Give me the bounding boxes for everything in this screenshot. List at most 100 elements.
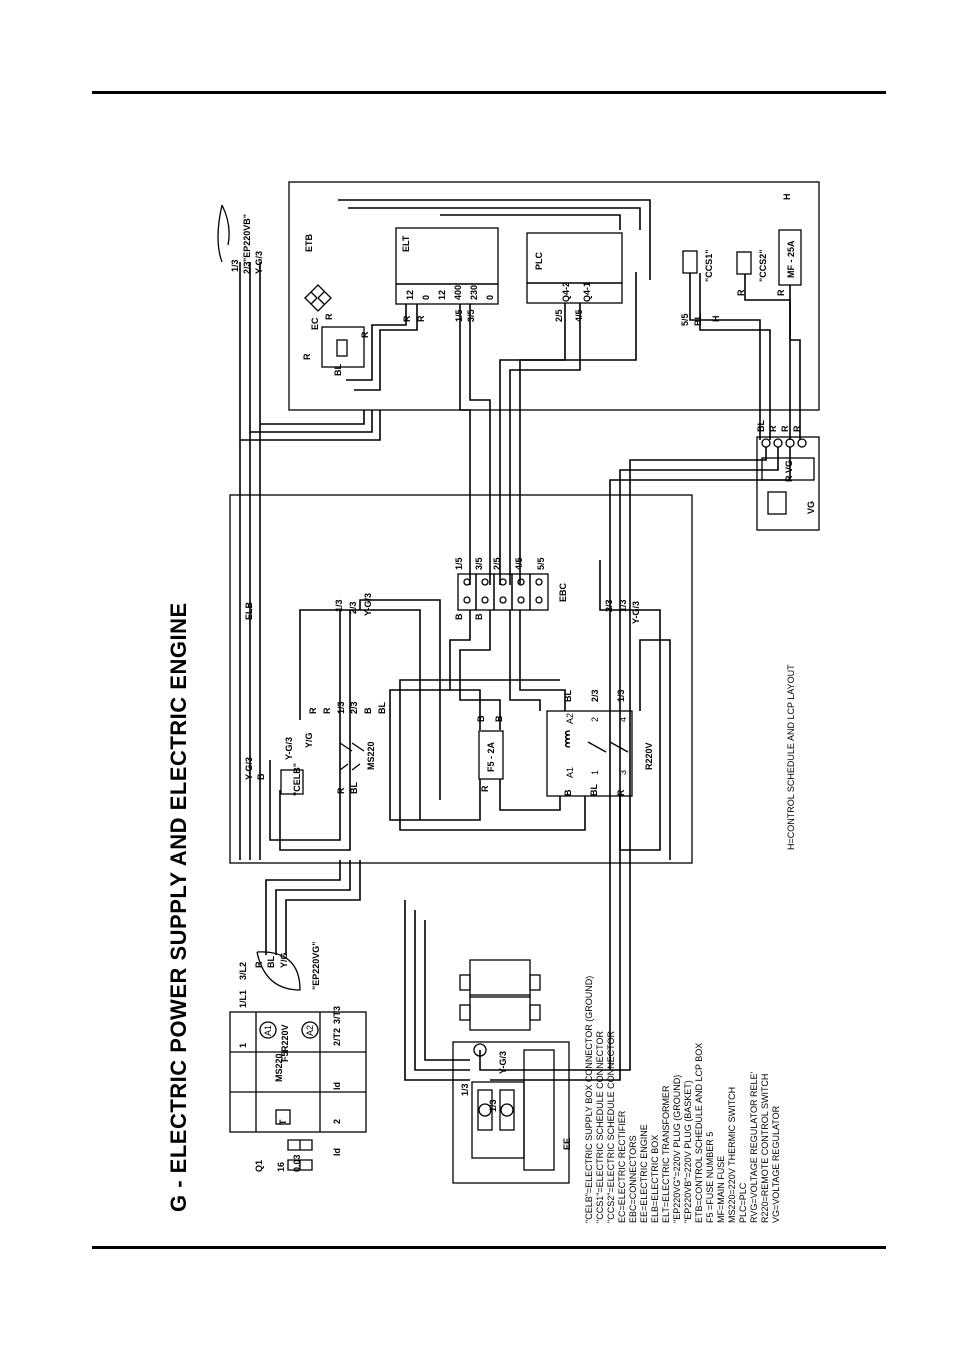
engine-windings	[459, 959, 555, 1171]
celb-connector	[280, 769, 304, 795]
ebc-label: EBC	[558, 582, 568, 602]
ee-wire-label: 1/3	[460, 1083, 470, 1096]
ep220vb-plug	[217, 204, 230, 263]
legend-entry: R220=REMOTE CONTROL SWITCH	[760, 1074, 770, 1223]
wire-label: R	[402, 315, 412, 322]
legend-entry: EC=ELECTRIC RECTIFIER	[617, 1110, 627, 1223]
relay-pin-label: A1	[565, 767, 575, 778]
ms-table-cell: 2/T2	[332, 1028, 342, 1046]
q1-value: 0.03	[292, 1154, 302, 1172]
r220v-table-label: R220V	[280, 1024, 290, 1052]
plc-terminal-label: Q4-2	[561, 282, 571, 302]
legend-entry: "CCS1"=ELECTRIC SCHEDULE CONNECTOR	[595, 1030, 605, 1223]
r220v-relay	[546, 710, 633, 797]
ep220vg-wire-label: Y/G	[279, 952, 289, 968]
elb-right-wire-label: 2/3	[604, 599, 614, 612]
ec-rectifier-symbol	[304, 284, 332, 312]
relay-wire-label: 1/3	[616, 689, 626, 702]
ep220vb-label: "EP220VB"	[242, 214, 252, 262]
legend-entry: VG=VOLTAGE REGULATOR	[771, 1105, 781, 1223]
id-label: Id	[332, 1082, 342, 1090]
relay-pin-label: 3	[618, 770, 628, 775]
fuse-f5	[478, 730, 504, 780]
legend: "CELB"=ELECTRIC SUPPLY BOX CONNECTOR (GR…	[584, 976, 781, 1223]
legend-entry: F5 =FUSE NUMBER 5	[705, 1132, 715, 1223]
ccs2-wire-label: R	[776, 289, 786, 296]
legend-entry: ELT=ELECTRIC TRANSFORMER	[661, 1085, 671, 1223]
coil-label: A2	[305, 1025, 315, 1036]
relay-pin-label: A2	[565, 713, 575, 724]
ec-wire-label: R	[302, 353, 312, 360]
ms220-wire-label: 2/3	[349, 701, 359, 714]
ebc-terminal-label: 3/5	[474, 557, 484, 570]
ebc-terminal-label: 4/5	[514, 557, 524, 570]
celb-wire-label: Y/G	[304, 732, 314, 748]
rectifier-connector	[321, 326, 365, 368]
etb-label: ETB	[304, 233, 314, 252]
ccs1-connector	[682, 250, 698, 274]
relay-pin-label: 4	[618, 717, 628, 722]
legend-entry: EE=ELECTRIC ENGINE	[639, 1124, 649, 1223]
t-label: T	[278, 1119, 288, 1125]
fuse-wire-label: B	[494, 715, 504, 722]
vg-regulator	[767, 491, 787, 515]
ebc-terminal-label: 1/5	[454, 557, 464, 570]
rvg-wire-label: R	[780, 425, 790, 432]
bottom-rule	[92, 1246, 886, 1249]
elb-wire-label: 2/3	[348, 601, 358, 614]
fuse-wire-label: B	[476, 715, 486, 722]
wire-label: 2/5	[554, 309, 564, 322]
plc-terminal-label: Q4-1	[582, 282, 592, 302]
rectifier-socket	[336, 339, 348, 357]
ccs1-wire-label: BL	[693, 314, 703, 326]
relay-wire-label: BL	[563, 690, 573, 702]
elb-wire-label: Y-G/3	[363, 593, 373, 616]
ms-table-cell: 3/T3	[332, 1006, 342, 1024]
rvg-label: R VG	[784, 460, 794, 482]
etb-box	[288, 181, 820, 411]
elt-terminal-label: 230	[469, 285, 479, 300]
elt-block	[395, 227, 499, 285]
ms220-label: MS220	[366, 741, 376, 770]
f5-label: F5	[280, 1051, 290, 1062]
ep220vb-wire-label: Y-G/3	[254, 251, 264, 274]
relay-wire-label: 2/3	[590, 689, 600, 702]
legend-entry: PLC=PLC	[738, 1182, 748, 1223]
wire-label: 4/5	[574, 309, 584, 322]
vg-box	[756, 436, 820, 531]
ccs1-label: "CCS1"	[704, 249, 714, 282]
relay-wire-label: BL	[589, 784, 599, 796]
ebc-terminal-label: 5/5	[536, 557, 546, 570]
elt-terminal-label: 12	[405, 290, 415, 300]
ccs2-connector	[736, 251, 752, 275]
ms-table-cell: 1/L1	[238, 990, 248, 1008]
ee-label: EE	[562, 1138, 572, 1150]
ms220-table-label: MS220	[274, 1053, 284, 1082]
wire-label: R	[416, 315, 426, 322]
elb-box	[229, 494, 693, 864]
elt-terminal-label: 400	[453, 285, 463, 300]
elb-right-wire-label: 1/3	[618, 599, 628, 612]
elb-label: ELB	[244, 601, 254, 620]
legend-entry: "EP220VB"=220V PLUG (BASKET)	[683, 1080, 693, 1223]
relay-wire-label: B	[563, 789, 573, 796]
plc-label: PLC	[534, 251, 544, 270]
legend-entry: MF=MAIN FUSE	[716, 1156, 726, 1223]
rvg-wire-label: R	[768, 425, 778, 432]
ec-label: EC	[310, 317, 320, 330]
legend-entry: "EP220VG"=220V PLUG (GROUND)	[672, 1075, 682, 1223]
ec-wire-label: BL	[333, 364, 343, 376]
legend-entry: "CELB"=ELECTRIC SUPPLY BOX CONNECTOR (GR…	[584, 976, 594, 1223]
ebc-terminal-label: 2/5	[492, 557, 502, 570]
ccs1-wire-label: 5/5	[680, 313, 690, 326]
elt-terminal-label: 12	[437, 290, 447, 300]
ebc-terminal-block	[457, 573, 549, 611]
legend-entry: "CCS2"=ELECTRIC SCHEDULE CONNECTOR	[606, 1030, 616, 1223]
ms220-wire-label: B	[363, 707, 373, 714]
wire-label: BL	[349, 782, 359, 794]
legend-entry: EBC=CONNECTORS	[628, 1135, 638, 1223]
ebc-wire-label: B	[474, 613, 484, 620]
r220v-label: R220V	[644, 742, 654, 770]
elt-terminal-label: 0	[485, 295, 495, 300]
ms-table-cell: 3/L2	[238, 962, 248, 980]
